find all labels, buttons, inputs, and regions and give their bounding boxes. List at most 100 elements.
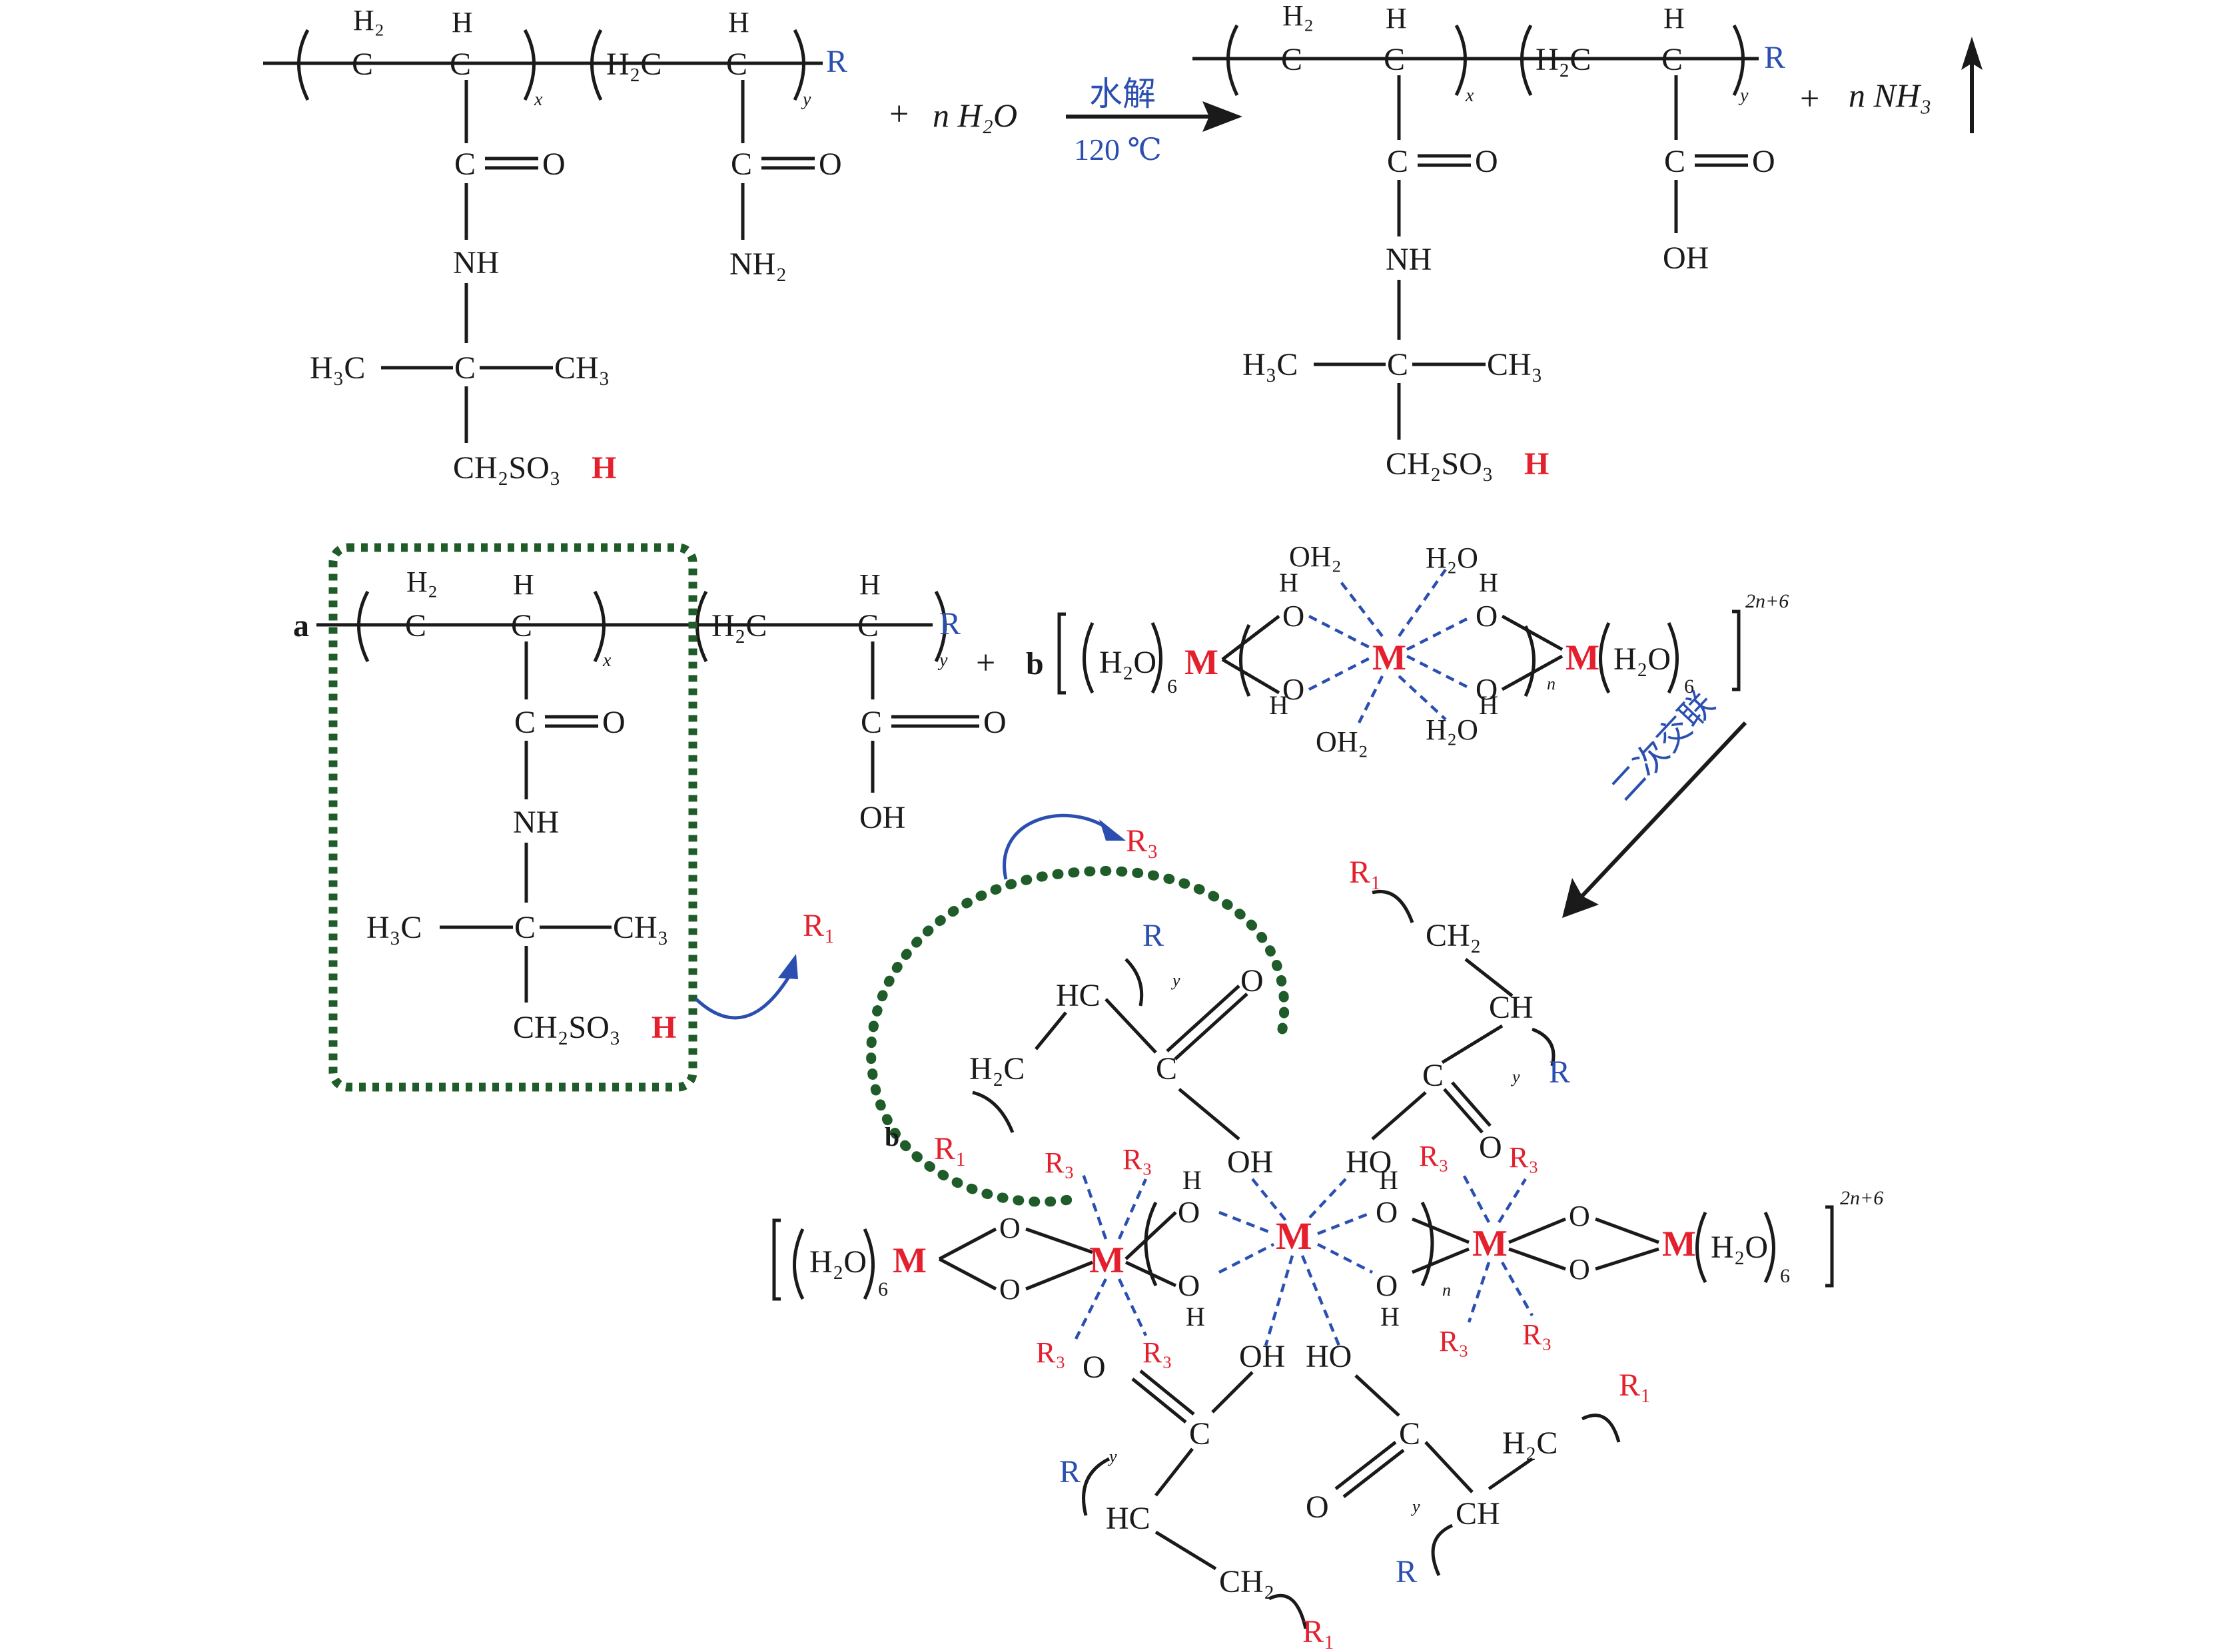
label-h2c: H₂C [606,47,662,82]
amps-highlight-box [328,543,697,1092]
label-oh: OH [1227,1144,1273,1180]
label-n-water: n H₂O [933,97,1017,134]
label-metal: M [1089,1240,1124,1281]
label-r3: R₃ [1439,1325,1469,1358]
label-c: C [514,910,536,945]
label-c: C [514,705,536,740]
label-r1: R₁ [1619,1368,1651,1403]
label-o: O [1475,144,1498,179]
label-o: O [1569,1200,1590,1232]
label-h: H [728,6,749,39]
subscript-y: y [1107,1447,1117,1466]
label-r3: R₃ [1419,1140,1449,1172]
label-r3: R₃ [1036,1336,1066,1369]
label-c: C [511,608,532,643]
label-ch3: CH₃ [613,910,668,945]
label-ch3: CH₃ [1487,347,1542,382]
label-h: H [513,568,534,601]
label-metal: M [1276,1214,1312,1258]
label-h: H [1279,568,1298,598]
label-h3c: H₃C [310,350,365,386]
label-h3c: H₃C [1242,347,1298,382]
label-a: a [293,608,309,643]
label-nh: NH [453,245,499,280]
label-o: O [1083,1350,1106,1385]
label-ho: HO [1346,1144,1392,1180]
label-b: b [1026,646,1044,681]
label-h2o: H₂O [1426,542,1478,574]
label-nh2: NH₂ [729,246,787,282]
label-metal: M [1372,637,1406,677]
label-metal: M [1565,637,1599,677]
metal-cluster-b: b H₂O 6 M O O H H OH₂ OH₂ M H₂O H₂O O O … [1026,540,1789,758]
label-h: H [1663,2,1685,35]
gas-evolution-arrow [1961,37,1983,133]
label-h2: H₂ [353,4,384,37]
label-c: C [1387,144,1408,179]
label-c: C [454,350,476,386]
label-o: O [602,705,626,740]
label-h2c: H₂C [969,1051,1025,1086]
hydrolysis-label: 水解 [1089,75,1156,113]
label-h: H [1380,1302,1400,1332]
label-o: O [1752,144,1775,179]
label-c: C [1387,347,1408,382]
label-h: H [1479,568,1498,598]
subscript-x: x [534,89,543,110]
label-b: b [885,1122,899,1152]
label-ch: CH [1456,1496,1500,1531]
subscript-x: x [602,650,612,671]
label-h2o: H₂O [1426,713,1478,746]
label-h2o: H₂O [1711,1230,1768,1265]
label-o: O [1178,1268,1200,1302]
label-c: C [405,608,426,643]
crosslink-label: 二次交联 [1603,685,1721,807]
label-r3: R₃ [1142,1336,1172,1369]
label-ch2: CH₂ [1219,1564,1274,1599]
label-h: H [1269,690,1288,720]
subscript-y: y [801,89,811,110]
label-o: O [999,1273,1021,1306]
label-ch3: CH₃ [554,350,610,386]
crosslinked-network: R₃ HC R y C O H₂C b R₁ OH R₁ CH₂ CH y R … [772,813,1883,1649]
label-oh: OH [859,800,905,835]
temperature-label: 120 ℃ [1074,133,1162,167]
label-r3: R₃ [1045,1146,1075,1179]
plus-sign: + [1800,80,1819,118]
label-o: O [999,1212,1021,1244]
label-r3: R₃ [1509,1141,1539,1174]
label-o: O [1178,1195,1200,1229]
label-o: O [1240,963,1264,999]
label-c: C [450,47,471,82]
label-o: O [542,147,566,182]
label-r3: R₃ [1122,1143,1152,1176]
label-ho: HO [1306,1339,1352,1374]
label-oh2: OH₂ [1316,725,1368,758]
label-ch2so3: CH₂SO₃ [1386,446,1494,482]
label-c: C [1422,1058,1444,1093]
subscript-n: n [1547,674,1556,693]
label-h2: H₂ [406,566,438,598]
label-ch: CH [1489,990,1534,1025]
label-nh: NH [1386,242,1432,277]
label-r: R [1396,1554,1417,1589]
substituent-arrow: R₁ [695,908,835,1020]
label-o: O [1476,599,1498,633]
label-h2c: H₂C [711,608,767,643]
crosslink-arrow: 二次交联 [1562,685,1747,918]
label-hc: HC [1106,1501,1150,1536]
label-c: C [861,705,882,740]
subscript-y: y [1170,971,1180,990]
label-metal: M [893,1240,927,1280]
label-o: O [1306,1489,1329,1525]
label-o: O [983,705,1007,740]
label-hc: HC [1056,978,1101,1013]
label-ch2so3: CH₂SO₃ [453,450,561,486]
label-r3: R₃ [1126,823,1158,859]
label-r1: R₁ [1349,855,1382,890]
label-h2c: H₂C [1502,1426,1558,1461]
label-o: O [1376,1268,1398,1302]
label-c: C [352,47,373,82]
label-h2o: H₂O [1099,645,1156,680]
subscript-y: y [1410,1497,1420,1516]
